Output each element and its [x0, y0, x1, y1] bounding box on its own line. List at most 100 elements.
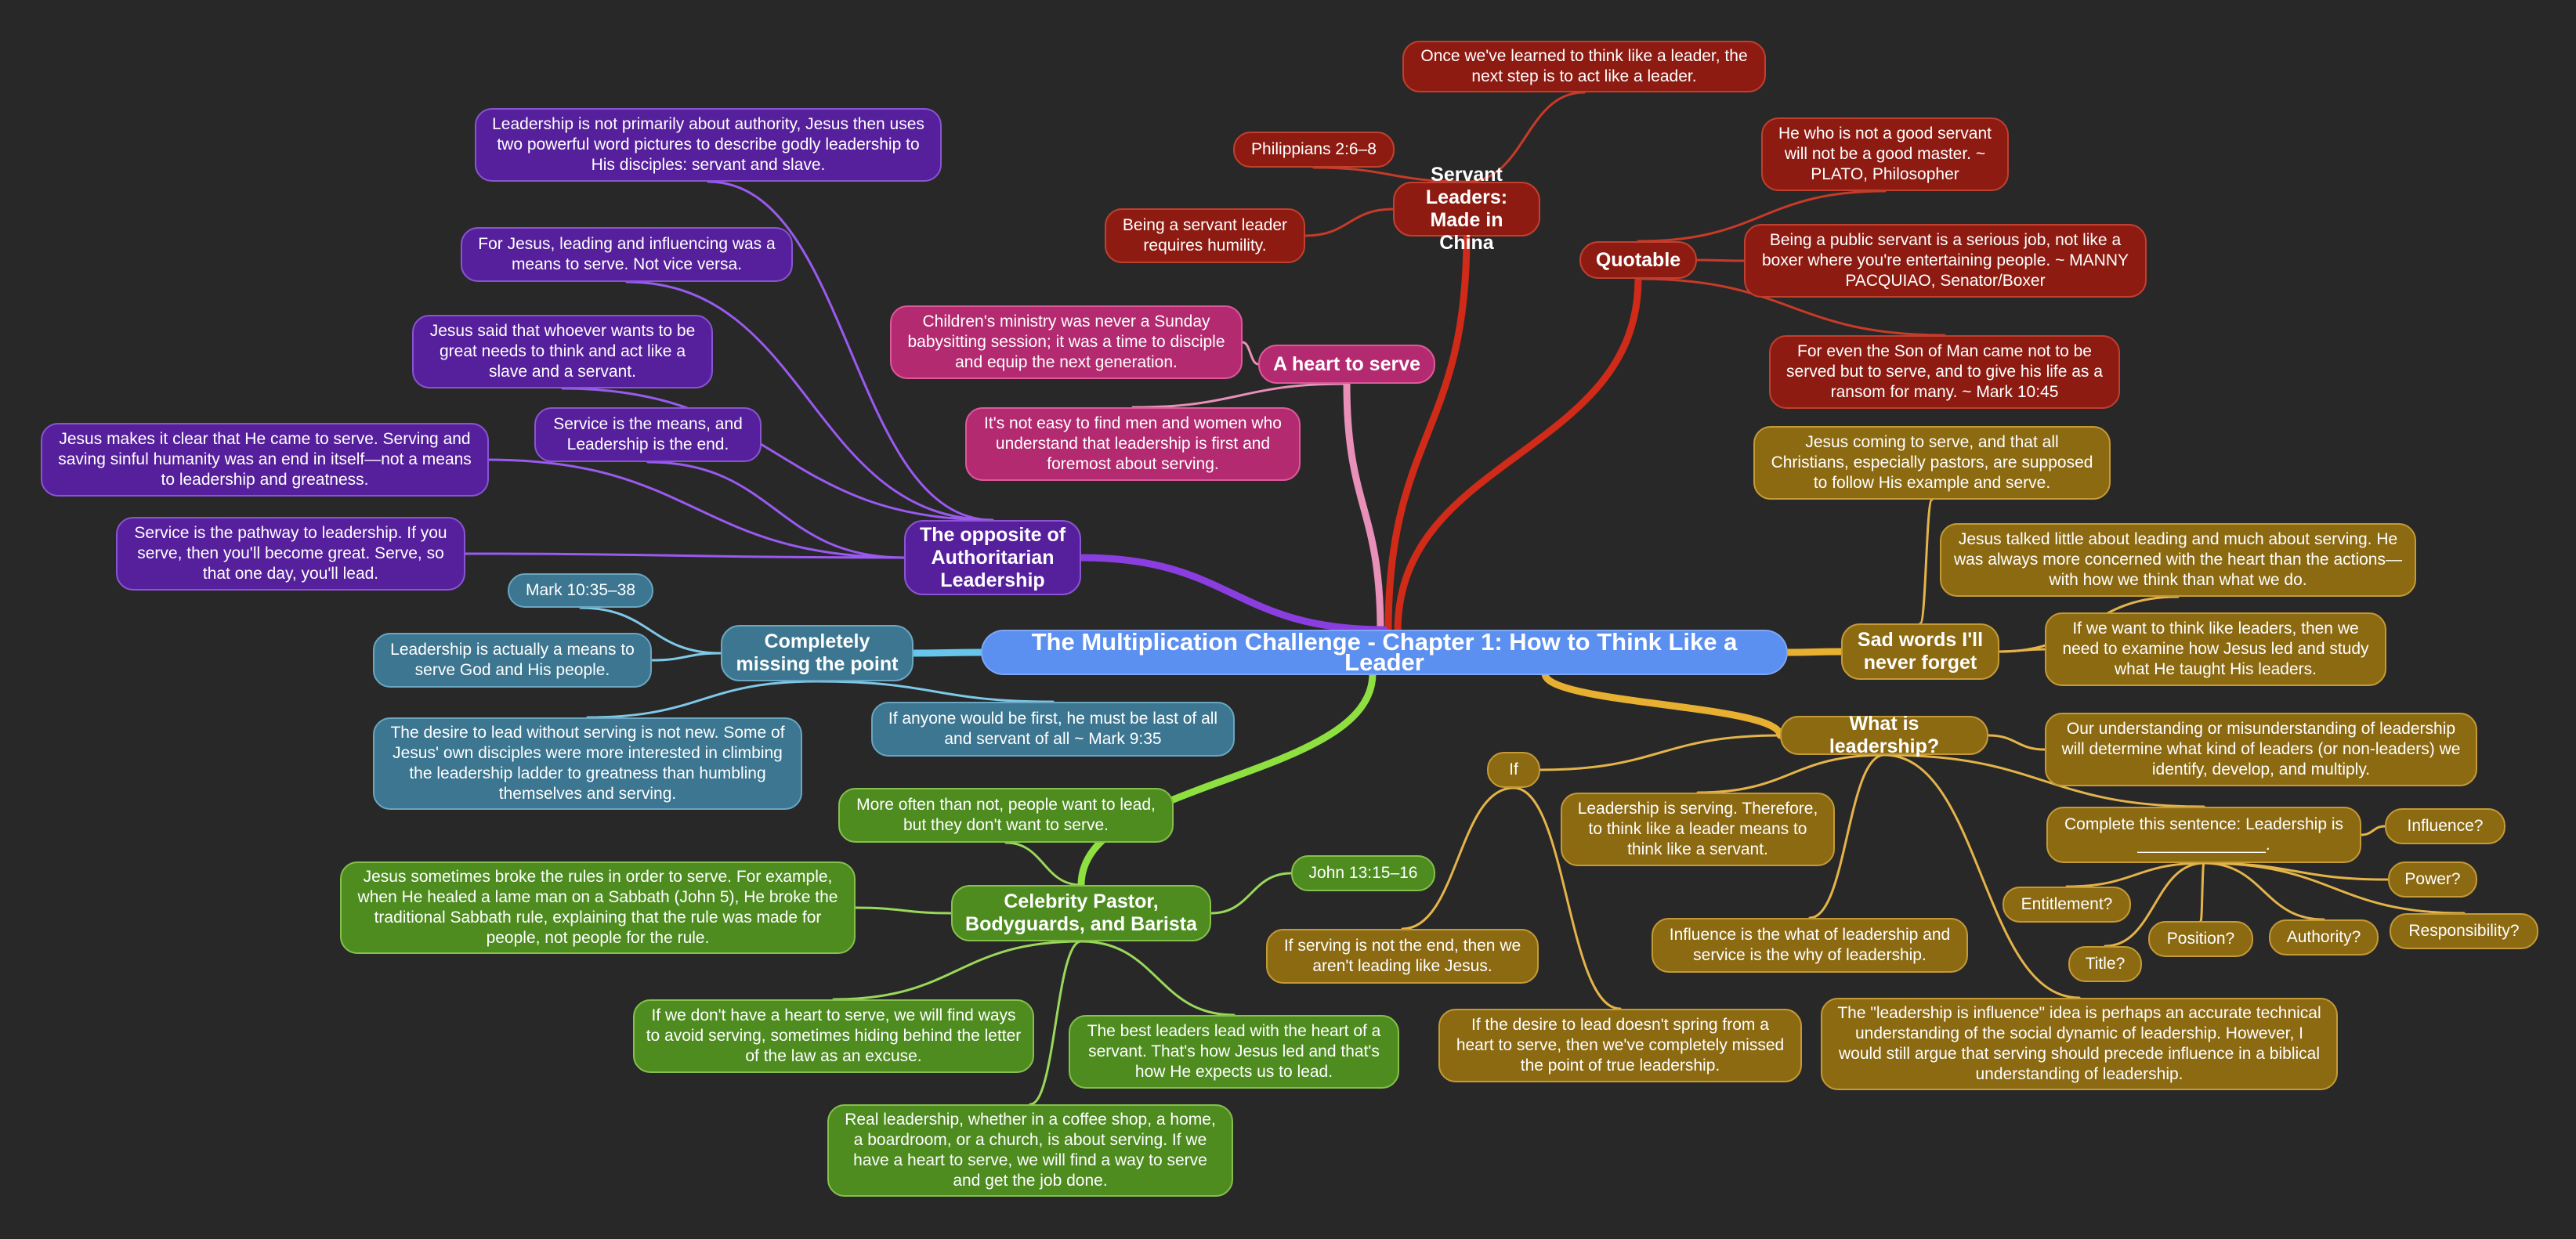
sentence-option-position[interactable]: Position? [2148, 921, 2253, 957]
link-celebrity-4 [832, 940, 1083, 1001]
opposite-item-pathway[interactable]: Service is the pathway to leadership. If… [116, 517, 465, 591]
central-topic[interactable]: The Multiplication Challenge - Chapter 1… [981, 630, 1788, 675]
link-central-missing [910, 648, 985, 657]
link-opposite-5 [487, 458, 906, 559]
link-opposite-4 [646, 461, 906, 559]
sentence-option-authority[interactable]: Authority? [2269, 919, 2379, 955]
quotable-item-plato[interactable]: He who is not a good servant will not be… [1761, 117, 2009, 191]
if-item-serving-not-end[interactable]: If serving is not the end, then we aren'… [1266, 929, 1539, 984]
opposite-item-came-to-serve[interactable]: Jesus makes it clear that He came to ser… [41, 423, 489, 497]
link-opposite-6 [464, 552, 906, 559]
sentence-option-power[interactable]: Power? [2388, 862, 2477, 898]
missing-item-desire-to-lead[interactable]: The desire to lead without serving is no… [373, 717, 802, 810]
link-servant-3 [1304, 208, 1395, 237]
link-sad-3 [1998, 648, 2046, 653]
what-if-node[interactable]: If [1487, 752, 1540, 788]
sentence-option-influence[interactable]: Influence? [2385, 808, 2505, 844]
link-quotable-1 [1637, 190, 1887, 243]
link-central-quotable [1394, 275, 1642, 635]
opposite-item-means-to-serve[interactable]: For Jesus, leading and influencing was a… [461, 227, 793, 282]
opposite-item-service-means[interactable]: Service is the means, and Leadership is … [534, 407, 762, 462]
link-what-5 [1539, 734, 1782, 771]
branch-what-is-leadership[interactable]: What is leadership? [1780, 713, 1988, 757]
heart-item-not-easy[interactable]: It's not easy to find men and women who … [965, 407, 1301, 481]
link-sentence-7 [2065, 862, 2205, 888]
link-what-3 [1808, 753, 1886, 919]
opposite-item-whoever-great[interactable]: Jesus said that whoever wants to be grea… [412, 315, 713, 388]
link-heart-2 [1131, 382, 1348, 409]
link-sentence-1 [2360, 825, 2386, 836]
sentence-option-entitlement[interactable]: Entitlement? [2003, 887, 2131, 923]
branch-missing-the-point[interactable]: Completely missing the point [721, 625, 914, 681]
link-sad-1 [1919, 498, 1934, 625]
link-if-1 [1401, 786, 1515, 930]
celebrity-item-real-leadership[interactable]: Real leadership, whether in a coffee sho… [827, 1104, 1233, 1197]
quotable-item-pacquiao[interactable]: Being a public servant is a serious job,… [1744, 224, 2147, 298]
link-missing-4 [816, 680, 1055, 703]
link-what-2 [1696, 753, 1886, 794]
link-servant-2 [1312, 166, 1468, 183]
branch-quotable[interactable]: Quotable [1579, 241, 1697, 279]
link-what-1 [1987, 734, 2046, 751]
celebrity-item-broke-rules[interactable]: Jesus sometimes broke the rules in order… [340, 862, 856, 954]
servant-item-humility[interactable]: Being a servant leader requires humility… [1105, 208, 1305, 263]
celebrity-item-want-to-lead[interactable]: More often than not, people want to lead… [838, 788, 1174, 843]
link-sentence-4 [2202, 862, 2325, 921]
celebrity-item-john-13[interactable]: John 13:15–16 [1291, 855, 1435, 891]
what-item-leadership-is-influence[interactable]: The "leadership is influence" idea is pe… [1821, 998, 2338, 1090]
what-complete-sentence[interactable]: Complete this sentence: Leadership is __… [2046, 807, 2361, 863]
link-sentence-6 [2104, 862, 2205, 948]
missing-item-mark-9-35[interactable]: If anyone would be first, he must be las… [871, 702, 1235, 757]
sentence-option-responsibility[interactable]: Responsibility? [2390, 913, 2538, 949]
link-missing-3 [586, 680, 819, 719]
link-sentence-2 [2202, 862, 2390, 881]
link-opposite-1 [707, 180, 994, 522]
link-opposite-2 [625, 280, 994, 522]
link-heart-1 [1241, 341, 1260, 366]
link-what-4 [1883, 753, 2081, 999]
if-item-desire-to-lead[interactable]: If the desire to lead doesn't spring fro… [1438, 1009, 1802, 1082]
link-celebrity-5 [1080, 940, 1236, 1017]
link-sentence-3 [2202, 862, 2466, 915]
link-central-servant [1384, 233, 1471, 635]
link-celebrity-6 [1029, 940, 1083, 1106]
link-if-2 [1512, 786, 1622, 1010]
sad-item-talked-little[interactable]: Jesus talked little about leading and mu… [1940, 523, 2416, 597]
link-celebrity-2 [1210, 872, 1293, 915]
branch-heart-to-serve[interactable]: A heart to serve [1258, 345, 1435, 384]
missing-item-means-to-serve-god[interactable]: Leadership is actually a means to serve … [373, 633, 652, 688]
celebrity-item-best-leaders[interactable]: The best leaders lead with the heart of … [1069, 1015, 1399, 1089]
link-celebrity-3 [854, 906, 953, 915]
what-item-influence-what[interactable]: Influence is the what of leadership and … [1652, 918, 1968, 973]
link-opposite-3 [561, 387, 994, 522]
link-central-opposite [1077, 554, 1388, 634]
link-central-heart [1343, 380, 1384, 635]
link-missing-1 [579, 606, 722, 655]
sentence-option-title[interactable]: Title? [2068, 946, 2142, 982]
missing-item-mark-10-35[interactable]: Mark 10:35–38 [508, 573, 653, 608]
branch-servant-leaders[interactable]: Servant Leaders: Made in China [1393, 164, 1540, 254]
branch-sad-words[interactable]: Sad words I'll never forget [1841, 623, 1999, 680]
sad-item-examine[interactable]: If we want to think like leaders, then w… [2045, 612, 2386, 686]
servant-item-act-like-leader[interactable]: Once we've learned to think like a leade… [1402, 41, 1766, 92]
link-quotable-2 [1695, 258, 1746, 262]
quotable-item-mark-10-45[interactable]: For even the Son of Man came not to be s… [1769, 335, 2120, 409]
link-missing-2 [650, 652, 722, 662]
what-item-understanding[interactable]: Our understanding or misunderstanding of… [2045, 713, 2477, 786]
link-central-celebrity [1077, 670, 1377, 889]
link-central-what [1541, 670, 1784, 739]
sad-item-coming-to-serve[interactable]: Jesus coming to serve, and that all Chri… [1753, 426, 2111, 500]
heart-item-childrens-ministry[interactable]: Children's ministry was never a Sunday b… [890, 305, 1243, 379]
branch-celebrity-pastor[interactable]: Celebrity Pastor, Bodyguards, and Barist… [951, 885, 1211, 941]
link-servant-1 [1465, 91, 1586, 183]
link-what-6 [1883, 753, 2205, 808]
link-sentence-5 [2199, 862, 2205, 923]
what-item-leadership-is-serving[interactable]: Leadership is serving. Therefore, to thi… [1561, 793, 1835, 866]
opposite-item-not-authority[interactable]: Leadership is not primarily about author… [475, 108, 942, 182]
celebrity-item-avoid-serving[interactable]: If we don't have a heart to serve, we wi… [633, 999, 1034, 1073]
branch-opposite-authoritarian[interactable]: The opposite of Authoritarian Leadership [904, 520, 1081, 595]
servant-item-philippians[interactable]: Philippians 2:6–8 [1233, 132, 1395, 168]
link-quotable-3 [1637, 277, 1946, 337]
link-celebrity-1 [1004, 841, 1083, 887]
